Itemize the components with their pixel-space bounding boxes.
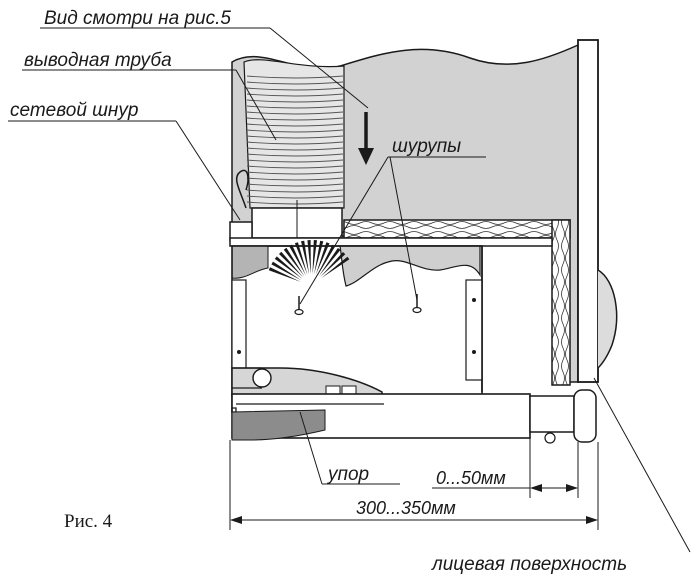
bolt-icon — [544, 432, 556, 444]
power-cord — [235, 169, 249, 209]
pipe-rib — [246, 135, 344, 139]
exhaust-pipe — [243, 59, 345, 209]
fan-blade — [320, 252, 346, 278]
pipe-rib — [246, 99, 344, 103]
figure-caption: Рис. 4 — [64, 511, 113, 532]
end-cap — [573, 389, 597, 443]
hood-inner-gray — [231, 245, 269, 279]
pipe-rib — [246, 183, 344, 187]
door-handle-shape — [597, 269, 618, 369]
fan-blade — [279, 251, 304, 278]
down-arrow-icon — [358, 112, 374, 165]
stop-label: упор — [326, 464, 369, 485]
pipe-rib — [246, 111, 344, 115]
fan-blade — [301, 240, 310, 275]
pipe-rib — [246, 93, 344, 97]
fan-blade — [318, 248, 341, 277]
pipe-rib — [246, 87, 344, 91]
fan-blade — [315, 242, 330, 275]
pipe-rib — [246, 75, 344, 79]
screw-icon — [412, 294, 422, 314]
fan-blade — [307, 240, 311, 275]
fan-blade — [274, 256, 303, 279]
fan-blade — [321, 256, 350, 279]
hood-left-rail — [231, 279, 247, 371]
fan-blade — [314, 240, 324, 275]
front-surface-label: лицевая поверхность — [431, 554, 627, 575]
power-cord-label: сетевой шнур — [10, 100, 138, 121]
pipe-rib — [246, 165, 344, 169]
pipe-rib — [246, 123, 344, 127]
front-panel — [577, 39, 599, 383]
pipe-rib — [246, 141, 344, 145]
fan-blade — [268, 267, 301, 282]
pipe-rib — [246, 117, 344, 121]
slide-knob — [252, 368, 272, 388]
pipe-rib — [246, 201, 344, 205]
hood-duct-gray — [339, 245, 481, 287]
end-cylinder — [529, 395, 575, 433]
screw-icon — [294, 296, 304, 316]
pipe-rib — [246, 147, 344, 151]
depth-dimension-label: 300...350мм — [356, 498, 456, 518]
view-note-label: Вид смотри на рис.5 — [44, 8, 231, 29]
exhaust-pipe-label: выводная труба — [24, 50, 172, 71]
hood-right-rail — [465, 279, 483, 381]
screws-label: шурупы — [392, 136, 461, 157]
pipe-rib — [246, 81, 344, 85]
fan-icon — [268, 240, 350, 282]
gap-dimension-label: 0...50мм — [436, 468, 506, 488]
pipe-rib — [246, 159, 344, 163]
pipe-rib — [246, 177, 344, 181]
hood-frame — [229, 237, 553, 247]
wood-side — [551, 219, 571, 386]
fan-blade — [289, 244, 306, 276]
pipe-rib — [246, 153, 344, 157]
fan-blade — [283, 247, 305, 277]
fan-blade — [271, 261, 302, 281]
pipe-rib — [246, 195, 344, 199]
pipe-rib — [246, 171, 344, 175]
wood-shelf-top — [343, 219, 571, 239]
pipe-rib — [246, 129, 344, 133]
fan-blade — [312, 240, 317, 274]
fan-blade — [294, 242, 308, 275]
pipe-rib — [246, 189, 344, 193]
